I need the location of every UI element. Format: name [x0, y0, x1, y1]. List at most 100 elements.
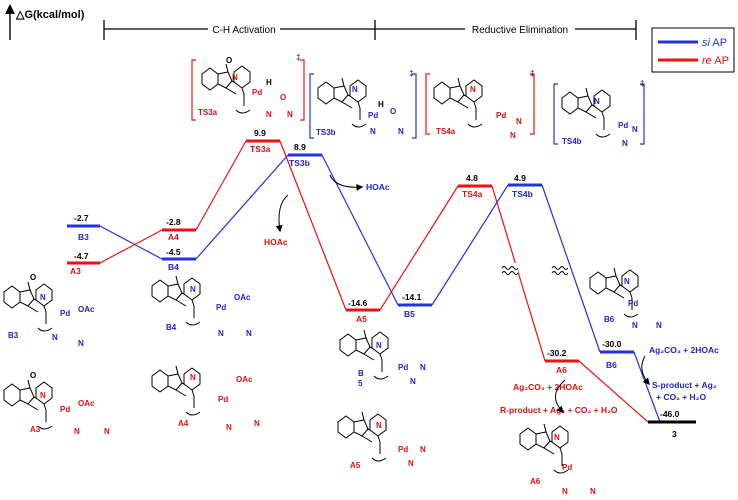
energy-TS4a: 4.8	[466, 173, 478, 183]
svg-text:OAc: OAc	[236, 375, 253, 384]
energy-TS4b: 4.9	[514, 173, 526, 183]
svg-text:A4: A4	[178, 419, 189, 428]
label-B3: B3	[78, 232, 89, 242]
svg-text:TS4b: TS4b	[562, 137, 582, 146]
energy-B6: -30.0	[602, 339, 622, 349]
svg-text:O: O	[226, 56, 232, 65]
svg-text:A3: A3	[30, 425, 41, 434]
svg-text:N: N	[510, 131, 516, 140]
svg-text:‡: ‡	[530, 69, 534, 78]
phase-bracket-ch: C-H Activation	[103, 20, 376, 40]
svg-text:OAc: OAc	[78, 399, 95, 408]
svg-text:Pd: Pd	[252, 88, 262, 97]
structure-TS3a: O N Pd H O N N ‡ TS3a	[191, 53, 305, 121]
energy-TS3a: 9.9	[254, 128, 266, 138]
label-A4: A4	[168, 232, 179, 242]
svg-text:N: N	[420, 445, 426, 454]
svg-text:O: O	[280, 93, 286, 102]
svg-text:N: N	[190, 285, 196, 294]
energy-A5: -14.6	[348, 298, 368, 308]
label-A5: A5	[356, 314, 367, 324]
svg-text:N: N	[622, 139, 628, 148]
svg-text:N: N	[398, 127, 404, 136]
svg-text:B4: B4	[166, 323, 177, 332]
svg-text:Pd: Pd	[618, 121, 628, 130]
svg-text:Pd: Pd	[60, 405, 70, 414]
structure-TS4a: N Pd N N ‡ TS4a	[425, 69, 535, 140]
structure-B3: O N Pd OAc N N B3	[3, 273, 95, 348]
legend: si AP re AP	[651, 27, 735, 73]
svg-text:N: N	[266, 110, 272, 119]
svg-text:Pd: Pd	[628, 299, 638, 308]
svg-text:B3: B3	[8, 331, 19, 340]
structure-A3: O N Pd OAc N N A3	[3, 371, 110, 436]
svg-text:N: N	[590, 487, 596, 496]
label-B4: B4	[168, 262, 179, 272]
label-B6: B6	[606, 360, 617, 370]
energy-A3: -4.7	[74, 251, 89, 261]
svg-text:N: N	[287, 110, 293, 119]
structure-B5: N Pd N N B 5	[339, 329, 426, 388]
energy-product: -46.0	[660, 409, 680, 419]
svg-text:5: 5	[358, 379, 363, 388]
svg-text:N: N	[40, 391, 46, 400]
ag-blue-products-1: S-product + Ag₂	[652, 380, 717, 390]
svg-text:Pd: Pd	[496, 111, 506, 120]
label-TS4a: TS4a	[462, 189, 483, 199]
svg-text:Pd: Pd	[218, 395, 228, 404]
svg-text:Pd: Pd	[562, 463, 572, 472]
y-axis-label: △G(kcal/mol)	[15, 9, 85, 21]
svg-text:N: N	[246, 329, 252, 338]
svg-text:TS3a: TS3a	[198, 108, 218, 117]
svg-text:N: N	[232, 73, 238, 82]
hoac-blue-label: HOAc	[366, 182, 390, 192]
svg-text:N: N	[624, 277, 630, 286]
label-TS3a: TS3a	[250, 144, 271, 154]
legend-si-label: si AP	[702, 37, 727, 49]
svg-text:B6: B6	[604, 315, 615, 324]
svg-text:N: N	[632, 125, 638, 134]
svg-text:N: N	[594, 97, 600, 106]
si-pathway	[67, 153, 661, 423]
svg-text:Pd: Pd	[60, 309, 70, 318]
svg-text:N: N	[420, 363, 426, 372]
svg-text:O: O	[390, 107, 396, 116]
svg-text:N: N	[554, 433, 560, 442]
structure-B4: N Pd OAc N N B4	[151, 275, 252, 338]
structure-A4: N Pd OAc N N A4	[151, 365, 260, 432]
label-A3: A3	[70, 266, 81, 276]
energy-B3: -2.7	[74, 213, 89, 223]
svg-text:N: N	[352, 85, 358, 94]
y-axis: △G(kcal/mol)	[5, 4, 85, 40]
label-A6: A6	[556, 365, 567, 375]
ag-red-arrow	[555, 379, 566, 413]
svg-text:N: N	[370, 127, 376, 136]
svg-text:N: N	[516, 117, 522, 126]
svg-text:N: N	[254, 419, 260, 428]
ag-red-reagents: Ag₂CO₃ + 2HOAc	[513, 382, 583, 392]
svg-text:N: N	[190, 373, 196, 382]
structure-TS4b: N Pd N N ‡ TS4b	[553, 79, 645, 148]
svg-text:N: N	[78, 339, 84, 348]
svg-text:N: N	[376, 341, 382, 350]
label-B5: B5	[404, 309, 415, 319]
svg-text:N: N	[74, 427, 80, 436]
energy-B5: -14.1	[402, 292, 422, 302]
svg-text:N: N	[52, 333, 58, 342]
re-pathway	[67, 139, 649, 423]
svg-text:B: B	[358, 369, 364, 378]
svg-text:N: N	[656, 321, 662, 330]
svg-text:N: N	[408, 459, 414, 468]
svg-text:Pd: Pd	[216, 303, 226, 312]
phase-label-ch: C-H Activation	[212, 25, 275, 36]
structure-TS3b: N Pd H O N N ‡ TS3b	[309, 69, 417, 139]
structure-A5: N Pd N N A5	[337, 411, 426, 470]
phase-bracket-re: Reductive Elimination	[375, 20, 637, 40]
svg-text:‡: ‡	[409, 69, 413, 78]
svg-text:N: N	[218, 329, 224, 338]
svg-text:Pd: Pd	[398, 363, 408, 372]
svg-text:‡: ‡	[640, 79, 644, 88]
energy-A4: -2.8	[166, 217, 181, 227]
svg-text:N: N	[410, 377, 416, 386]
